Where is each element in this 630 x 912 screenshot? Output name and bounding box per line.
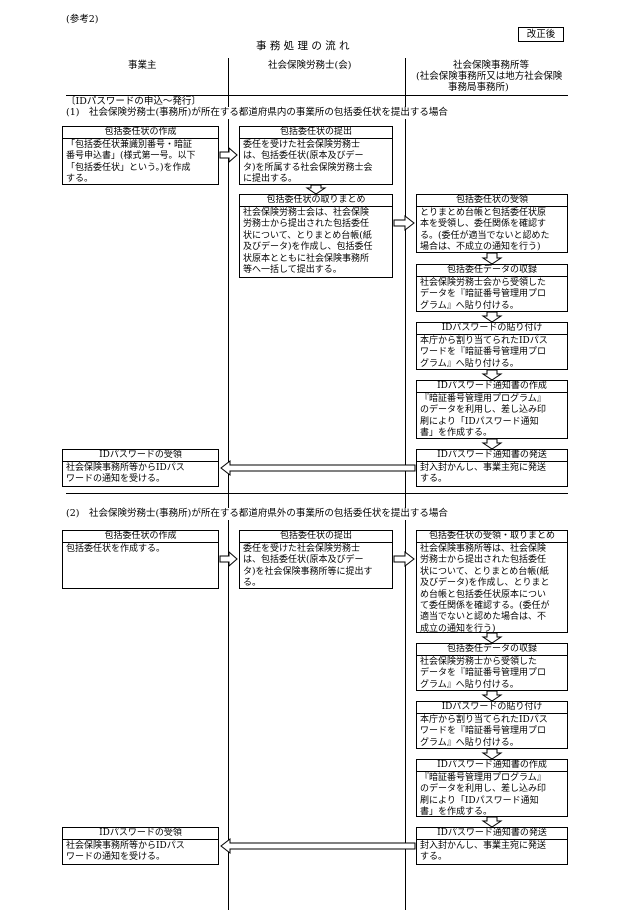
- reference-label: (参考2): [66, 14, 99, 25]
- c1-box-notice-send-title: IDパスワード通知書の発送: [417, 450, 567, 462]
- arrow-down-c1-record-to-paste: [481, 311, 503, 323]
- c2-box-record-body: 社会保険労務士から受領した データを『暗証番号管理用プロ グラム』へ貼り付ける。: [420, 657, 547, 690]
- c2-box-submit-title: 包括委任状の提出: [240, 531, 392, 543]
- c1-box-record-title: 包括委任データの収録: [417, 265, 567, 277]
- c1-box-create-title: 包括委任状の作成: [63, 127, 218, 139]
- arrow-left-c2-send-to-employer: [220, 837, 416, 855]
- c1-box-submit-body: 委任を受けた社会保険労務士 は、包括委任状(原本及びデー タ)を所属する社会保険…: [243, 140, 373, 185]
- c2-box-create-body: 包括委任状を作成する。: [66, 544, 166, 554]
- c2-box-receive-compile: 包括委任状の受領・取りまとめ 社会保険事務所等は、社会保険 労務士から提出された…: [416, 530, 568, 634]
- arrow-right-c1-compile-to-receive: [393, 214, 415, 232]
- column-header-sharoushi: 社会保険労務士(会): [268, 60, 352, 71]
- c1-box-id-receive-body: 社会保険事務所等からIDパス ワードの通知を受ける。: [66, 463, 185, 485]
- header-rule: [66, 95, 568, 96]
- arrow-down-c1-receive-to-record: [481, 252, 503, 265]
- c1-box-notice-create: IDパスワード通知書の作成 『暗証番号管理用プログラム』 のデータを利用し、差し…: [416, 380, 568, 439]
- c2-box-id-receive-title: IDパスワードの受領: [63, 828, 218, 840]
- c2-box-notice-send-body: 封入封かんし、事業主宛に発送 する。: [420, 841, 547, 863]
- arrow-left-c1-send-to-employer: [220, 459, 416, 477]
- section-header: 〔IDパスワードの申込～発行〕: [66, 96, 201, 108]
- c2-box-receive-compile-body: 社会保険事務所等は、社会保険 労務士から提出された包括委任 状について、とりまと…: [420, 544, 550, 634]
- c2-box-submit: 包括委任状の提出 委任を受けた社会保険労務士 は、包括委任状(原本及びデー タ)…: [239, 530, 393, 589]
- arrow-down-c2-record-to-paste: [481, 690, 503, 702]
- c1-box-paste-id: IDパスワードの貼り付け 本庁から割り当てられたIDパス ワードを『暗証番号管理…: [416, 322, 568, 370]
- column-header-office-1: 社会保険事務所等: [453, 60, 530, 71]
- c1-box-notice-send-body: 封入封かんし、事業主宛に発送 する。: [420, 463, 547, 485]
- c2-box-create-title: 包括委任状の作成: [63, 531, 218, 543]
- section-divider: [66, 493, 568, 494]
- c1-box-notice-create-body: 『暗証番号管理用プログラム』 のデータを利用し、差し込み印 刷により「IDパスワ…: [420, 394, 547, 439]
- arrow-down-c1-paste-to-notice: [481, 369, 503, 381]
- c2-box-notice-send-title: IDパスワード通知書の発送: [417, 828, 567, 840]
- c2-box-receive-compile-title: 包括委任状の受領・取りまとめ: [417, 531, 567, 543]
- case1-heading: (1) 社会保険労務士(事務所)が所在する都道府県内の事業所の包括委任状を提出す…: [66, 107, 448, 119]
- c2-box-paste-id-body: 本庁から割り当てられたIDパス ワードを『暗証番号管理用プロ グラム』へ貼り付け…: [420, 715, 548, 748]
- c2-box-submit-body: 委任を受けた社会保険労務士 は、包括委任状(原本及びデー タ)を社会保険事務所等…: [243, 544, 373, 589]
- c1-box-receive-title: 包括委任状の受領: [417, 195, 567, 207]
- c1-box-paste-id-body: 本庁から割り当てられたIDパス ワードを『暗証番号管理用プロ グラム』へ貼り付け…: [420, 336, 548, 369]
- c1-box-receive-body: とりまとめ台帳と包括委任状原 本を受領し、委任関係を確認す る。(委任が適当でな…: [420, 208, 550, 253]
- arrow-right-c2-sharoushi-to-office: [393, 550, 415, 568]
- arrow-right-c2-employer-to-sharoushi: [219, 550, 238, 568]
- c1-box-notice-send: IDパスワード通知書の発送 封入封かんし、事業主宛に発送 する。: [416, 449, 568, 487]
- arrow-down-c2-paste-to-notice: [481, 748, 503, 760]
- c1-box-paste-id-title: IDパスワードの貼り付け: [417, 323, 567, 335]
- c1-box-create: 包括委任状の作成 「包括委任状兼識別番号・暗証 番号申込書」(様式第一号。以下 …: [62, 126, 219, 185]
- c2-box-paste-id: IDパスワードの貼り付け 本庁から割り当てられたIDパス ワードを『暗証番号管理…: [416, 701, 568, 749]
- arrow-down-c1-notice-to-send: [481, 438, 503, 450]
- c1-box-submit-title: 包括委任状の提出: [240, 127, 392, 139]
- page-title: 事 務 処 理 の 流 れ: [256, 40, 350, 52]
- c1-box-record: 包括委任データの収録 社会保険労務士会から受領した データを『暗証番号管理用プロ…: [416, 264, 568, 312]
- c1-box-id-receive: IDパスワードの受領 社会保険事務所等からIDパス ワードの通知を受ける。: [62, 449, 219, 487]
- c1-box-id-receive-title: IDパスワードの受領: [63, 450, 218, 462]
- c2-box-notice-create-title: IDパスワード通知書の作成: [417, 760, 567, 772]
- c1-box-compile: 包括委任状の取りまとめ 社会保険労務士会は、社会保険 労務士から提出された包括委…: [239, 194, 393, 278]
- column-header-office-3: 事務局事務所): [448, 82, 509, 93]
- arrow-down-c1-submit-to-compile: [305, 184, 327, 195]
- arrow-down-c2-notice-to-send: [481, 816, 503, 828]
- c1-box-receive: 包括委任状の受領 とりまとめ台帳と包括委任状原 本を受領し、委任関係を確認す る…: [416, 194, 568, 253]
- c1-box-compile-body: 社会保険労務士会は、社会保険 労務士から提出された包括委任 状について、とりまと…: [243, 208, 373, 276]
- c1-box-submit: 包括委任状の提出 委任を受けた社会保険労務士 は、包括委任状(原本及びデー タ)…: [239, 126, 393, 185]
- c2-box-id-receive-body: 社会保険事務所等からIDパス ワードの通知を受ける。: [66, 841, 185, 863]
- c1-box-record-body: 社会保険労務士会から受領した データを『暗証番号管理用プロ グラム』へ貼り付ける…: [420, 278, 547, 311]
- column-divider-left: [228, 58, 229, 910]
- c2-box-record: 包括委任データの収録 社会保険労務士から受領した データを『暗証番号管理用プロ …: [416, 643, 568, 691]
- c2-box-notice-create-body: 『暗証番号管理用プログラム』 のデータを利用し、差し込み印 刷により「IDパスワ…: [420, 773, 547, 818]
- c2-box-id-receive: IDパスワードの受領 社会保険事務所等からIDパス ワードの通知を受ける。: [62, 827, 219, 865]
- c2-box-record-title: 包括委任データの収録: [417, 644, 567, 656]
- c1-box-notice-create-title: IDパスワード通知書の作成: [417, 381, 567, 393]
- column-header-employer: 事業主: [128, 60, 157, 71]
- arrow-right-c1-employer-to-sharoushi: [219, 146, 238, 164]
- c1-box-create-body: 「包括委任状兼識別番号・暗証 番号申込書」(様式第一号。以下 「包括委任状」とい…: [66, 140, 196, 185]
- revision-stamp: 改正後: [518, 27, 564, 42]
- case2-heading: (2) 社会保険労務士(事務所)が所在する都道府県外の事業所の包括委任状を提出す…: [66, 508, 448, 520]
- column-header-office-2: (社会保険事務所又は地方社会保険: [416, 71, 563, 82]
- arrow-down-c2-receive-to-record: [481, 632, 503, 644]
- c1-box-compile-title: 包括委任状の取りまとめ: [240, 195, 392, 207]
- c2-box-create: 包括委任状の作成 包括委任状を作成する。: [62, 530, 219, 589]
- c2-box-paste-id-title: IDパスワードの貼り付け: [417, 702, 567, 714]
- column-divider-right: [405, 58, 406, 910]
- c2-box-notice-send: IDパスワード通知書の発送 封入封かんし、事業主宛に発送 する。: [416, 827, 568, 865]
